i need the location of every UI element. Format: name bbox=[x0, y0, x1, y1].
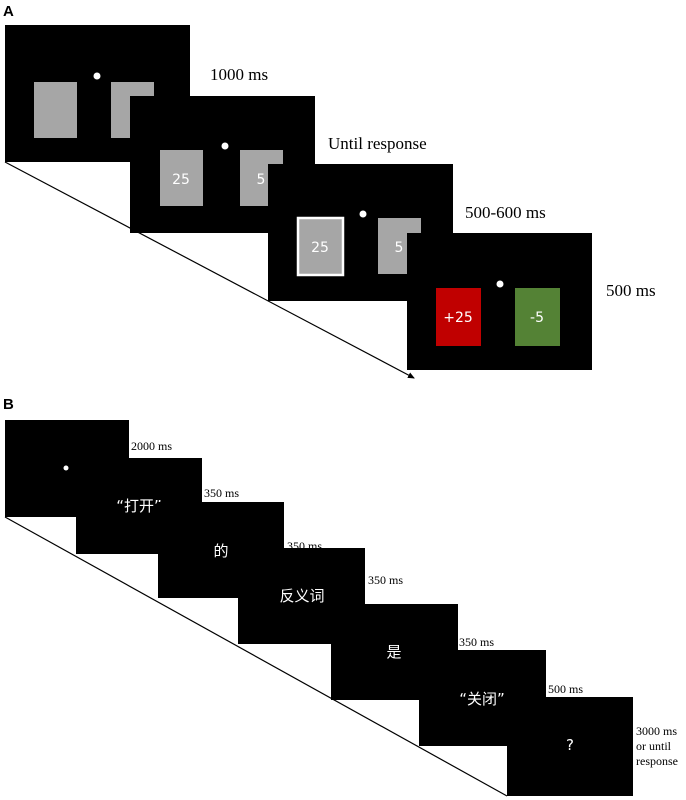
duration-label: 350 ms bbox=[368, 573, 403, 587]
panel-b: B 2000 ms “打开” 350 ms 的 350 ms 反义词 350 m… bbox=[3, 396, 678, 797]
timeline-arrow-b bbox=[4, 516, 508, 797]
duration-label: 500 ms bbox=[606, 281, 656, 300]
gain-card bbox=[436, 288, 481, 346]
panel-b-label: B bbox=[3, 396, 14, 413]
duration-label: 500-600 ms bbox=[465, 203, 546, 222]
fixation-dot bbox=[63, 465, 69, 471]
left-card bbox=[160, 150, 203, 206]
duration-label: 350 ms bbox=[204, 486, 239, 500]
selected-left-card bbox=[296, 216, 345, 277]
frame-a4-feedback: +25 -5 500 ms bbox=[407, 233, 656, 370]
duration-label: 1000 ms bbox=[210, 65, 268, 84]
right-card-value: 5 bbox=[395, 240, 404, 256]
fixation-dot bbox=[221, 142, 229, 150]
left-card-value: 25 bbox=[311, 240, 329, 256]
duration-label-line-2: or until bbox=[636, 739, 672, 753]
duration-label: 2000 ms bbox=[131, 439, 172, 453]
screen bbox=[407, 233, 592, 370]
stimulus-text: ? bbox=[566, 736, 574, 754]
panel-a-label: A bbox=[3, 3, 14, 20]
right-card-value: 5 bbox=[257, 172, 266, 188]
screen bbox=[507, 697, 633, 796]
frame-b7-question: ? 3000 ms or until response bbox=[507, 697, 678, 796]
fixation-dot bbox=[496, 280, 504, 288]
timeline-arrow-a bbox=[4, 161, 415, 379]
gain-card-value: +25 bbox=[443, 310, 473, 326]
stimulus-text: “打开” bbox=[116, 497, 162, 515]
stimulus-text: 反义词 bbox=[279, 587, 324, 605]
duration-label: Until response bbox=[328, 134, 427, 153]
duration-label-line-3: response bbox=[636, 754, 678, 768]
panel-a: A 1000 ms 25 5 Until response 25 bbox=[3, 3, 656, 379]
duration-label-line-1: 3000 ms bbox=[636, 724, 677, 738]
fixation-dot bbox=[93, 72, 101, 80]
duration-label: 500 ms bbox=[548, 682, 583, 696]
duration-label: 350 ms bbox=[459, 635, 494, 649]
stimulus-text: 是 bbox=[386, 643, 401, 661]
fixation-dot bbox=[359, 210, 367, 218]
loss-card bbox=[515, 288, 560, 346]
loss-card-value: -5 bbox=[530, 310, 544, 326]
stimulus-text: “关闭” bbox=[459, 690, 505, 708]
left-card bbox=[34, 82, 77, 138]
stimulus-text: 的 bbox=[213, 542, 228, 560]
left-card-value: 25 bbox=[172, 172, 190, 188]
